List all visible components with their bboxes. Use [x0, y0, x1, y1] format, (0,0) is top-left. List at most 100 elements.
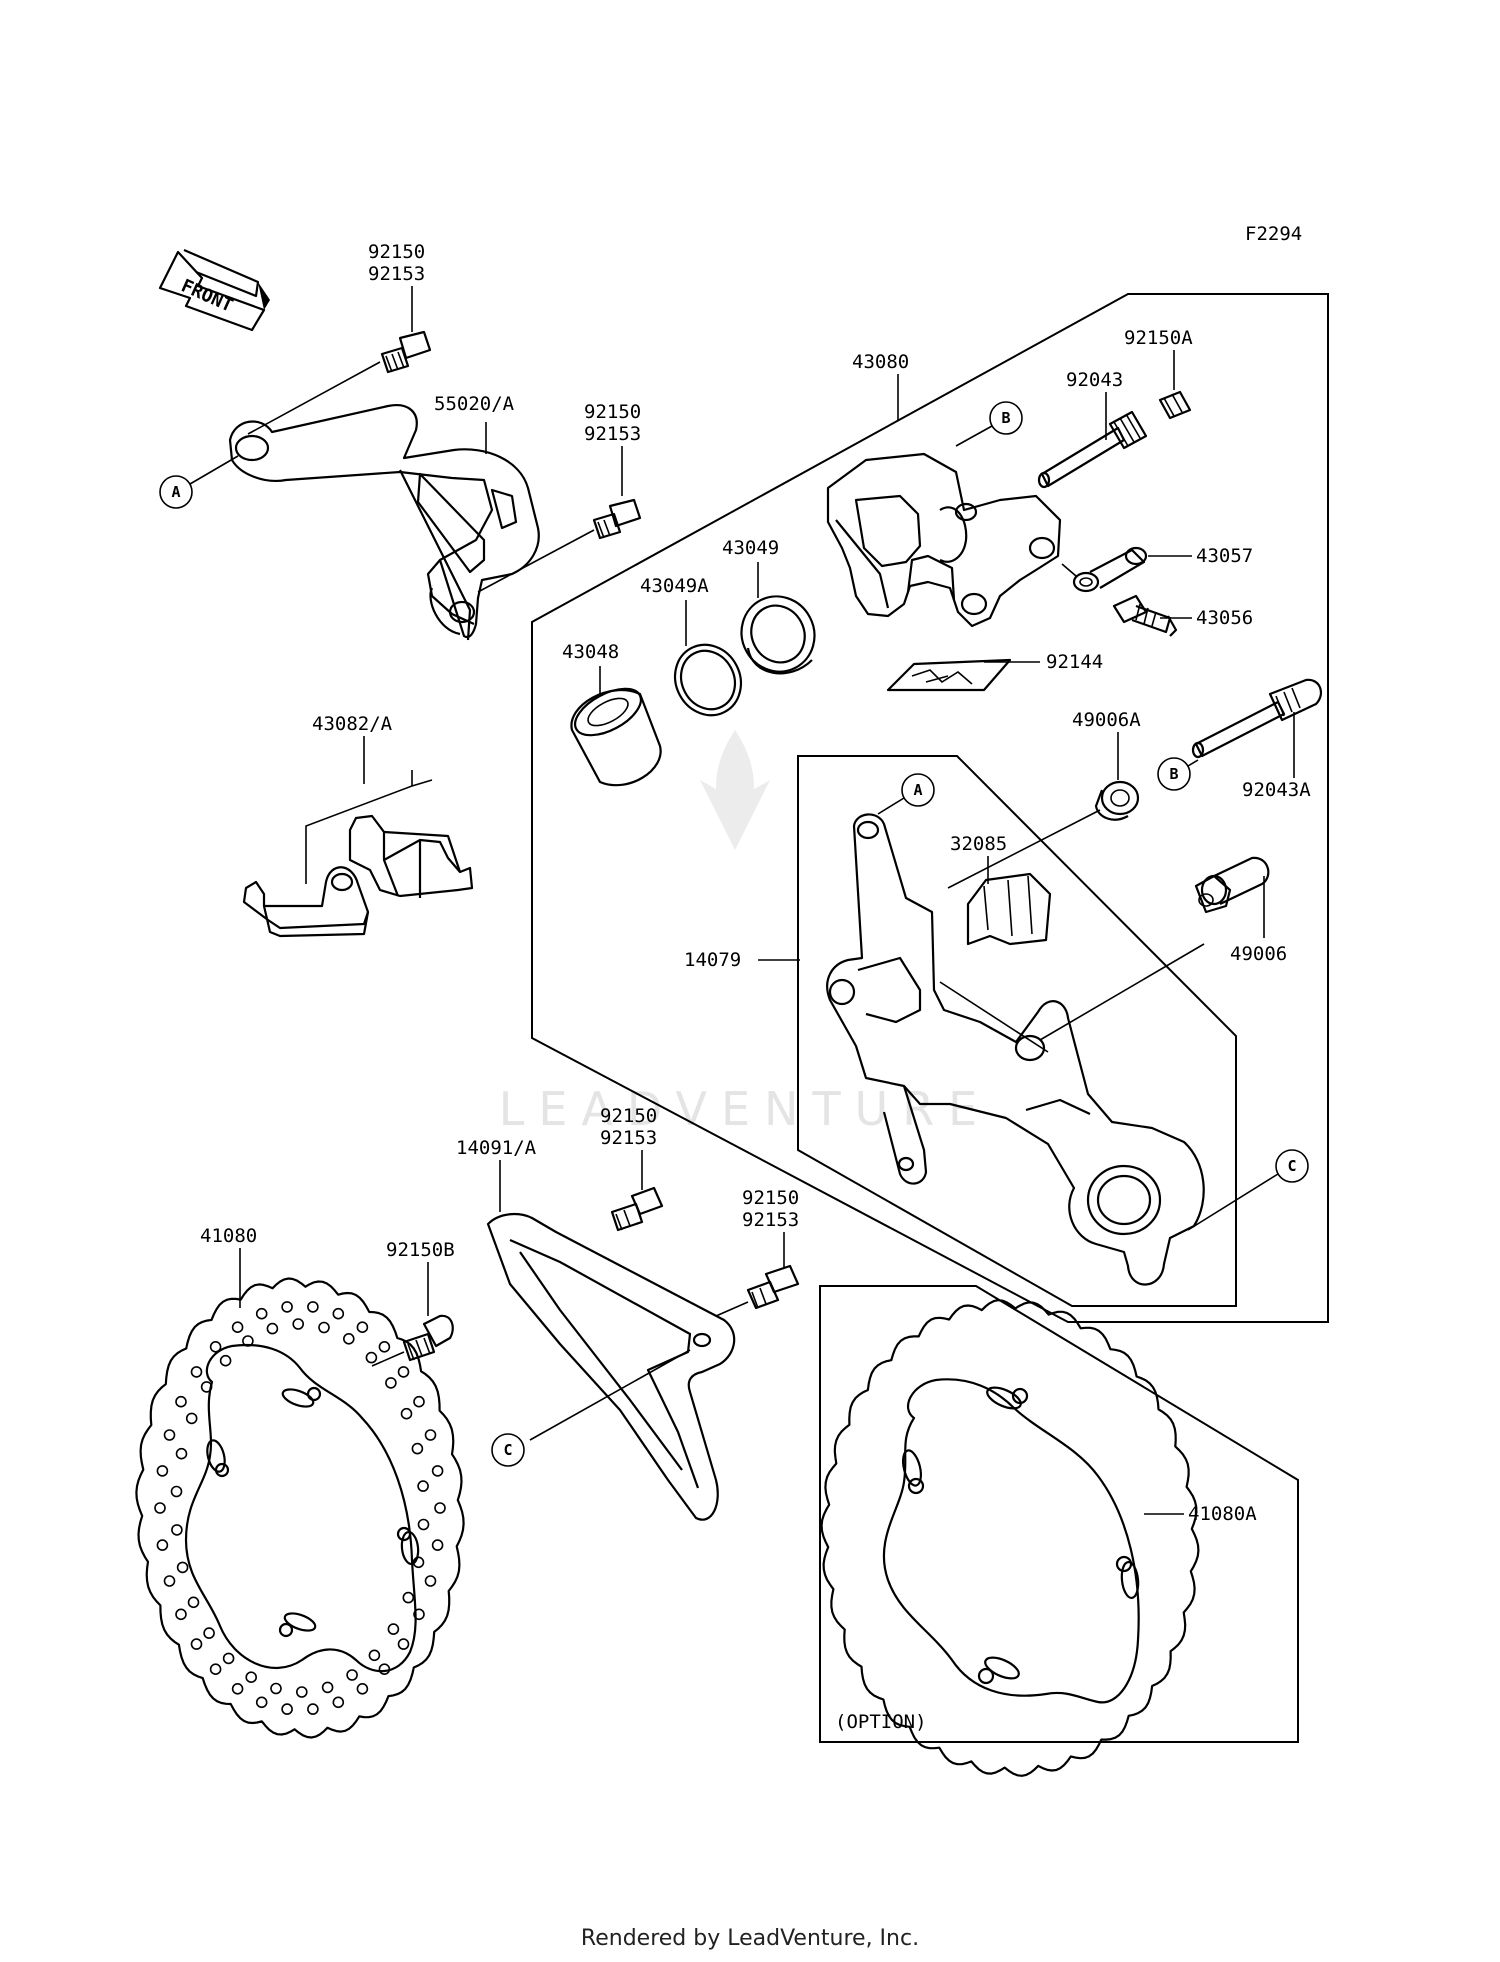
watermark: LEADVENTURE	[499, 730, 992, 1136]
disc-drill-hole	[318, 1321, 330, 1334]
disc-drill-hole	[190, 1366, 203, 1378]
label-92153-3: 92153	[600, 1127, 657, 1149]
svg-text:A: A	[171, 483, 180, 501]
label-92150-3: 92150	[600, 1105, 657, 1127]
label-92150A: 92150A	[1124, 327, 1193, 349]
disc-drill-hole	[356, 1683, 369, 1695]
disc-drill-hole	[295, 1686, 308, 1698]
spring-92144	[886, 658, 1012, 692]
front-arrow-icon: FRONT	[158, 248, 270, 332]
bushing-49006	[1194, 856, 1270, 914]
disc-drill-hole	[255, 1696, 268, 1709]
brake-pedal-55020	[228, 404, 540, 641]
callout-b-caliper: B	[955, 401, 1023, 447]
disc-drill-hole	[185, 1412, 198, 1425]
seal-43049A	[673, 643, 743, 717]
brake-pads-43082	[242, 770, 474, 938]
bolt-92150-top	[247, 330, 432, 435]
disc-drill-hole	[219, 1354, 232, 1367]
disc-drill-hole	[307, 1301, 319, 1313]
disc-drill-hole	[424, 1429, 437, 1441]
seal-43049	[740, 595, 816, 675]
disc-drill-hole	[175, 1447, 188, 1460]
callout-a-pedal: A	[159, 455, 239, 509]
disc-drill-hole	[413, 1395, 425, 1408]
bolt-92150-mid	[477, 498, 642, 593]
piston-43048	[570, 687, 662, 787]
disc-drill-hole	[270, 1682, 282, 1695]
figure-code: F2294	[1245, 223, 1302, 245]
label-92150B: 92150B	[386, 1239, 455, 1261]
label-92043: 92043	[1066, 369, 1123, 391]
label-92153-1: 92153	[368, 263, 425, 285]
label-43080: 43080	[852, 351, 909, 373]
bleeder-valve-43056	[1112, 594, 1178, 637]
disc-drill-hole	[154, 1502, 166, 1514]
disc-drill-hole	[417, 1518, 430, 1531]
disc-drill-hole	[413, 1608, 425, 1621]
disc-drill-hole	[209, 1663, 222, 1675]
disc-drill-hole	[231, 1321, 244, 1333]
label-49006: 49006	[1230, 943, 1287, 965]
disc-drill-hole	[385, 1377, 397, 1389]
disc-drill-hole	[332, 1307, 345, 1320]
label-14079: 14079	[684, 949, 741, 971]
disc-drill-hole	[176, 1561, 189, 1574]
disc-drill-hole	[412, 1556, 425, 1569]
brake-disc-41080	[135, 1277, 465, 1739]
bushing-49006A	[947, 780, 1140, 889]
watermark-text: LEADVENTURE	[499, 1082, 992, 1136]
disc-drill-hole	[255, 1307, 268, 1320]
label-43057: 43057	[1196, 545, 1253, 567]
front-label: FRONT	[178, 275, 236, 316]
callout-c-bracket: C	[1187, 1149, 1309, 1231]
disc-drill-hole	[307, 1703, 319, 1715]
disc-drill-hole	[203, 1627, 215, 1639]
disc-drill-hole	[431, 1465, 444, 1477]
disc-drill-hole	[222, 1652, 235, 1665]
disc-drill-hole	[424, 1575, 437, 1587]
disc-drill-hole	[365, 1351, 378, 1364]
disc-drill-hole	[411, 1442, 424, 1455]
label-41080A: 41080A	[1188, 1503, 1257, 1525]
option-box	[819, 1285, 1299, 1743]
label-55020: 55020/A	[434, 393, 515, 415]
disc-drill-hole	[397, 1366, 410, 1378]
callout-a-bracket: A	[877, 773, 935, 815]
callout-c-guard: C	[491, 1433, 525, 1467]
callout-b-pin: B	[1157, 757, 1199, 791]
disc-drill-hole	[356, 1321, 369, 1333]
disc-drill-hole	[175, 1395, 187, 1408]
disc-drill-hole	[342, 1333, 355, 1345]
disc-drill-hole	[402, 1591, 415, 1604]
disc-drill-hole	[156, 1539, 169, 1551]
label-92144: 92144	[1046, 651, 1103, 673]
label-43049: 43049	[722, 537, 779, 559]
pin-92043A	[1191, 678, 1323, 759]
disc-drill-hole	[242, 1335, 254, 1347]
label-43048: 43048	[562, 641, 619, 663]
disc-drill-hole	[368, 1649, 381, 1662]
label-92153-2: 92153	[584, 423, 641, 445]
disc-drill-hole	[171, 1524, 183, 1536]
label-14091: 14091/A	[456, 1137, 537, 1159]
svg-text:C: C	[1287, 1157, 1296, 1175]
footer-credit: Rendered by LeadVenture, Inc.	[580, 1926, 920, 1951]
pad-spring-32085	[966, 872, 1052, 946]
disc-drill-hole	[417, 1480, 429, 1492]
disc-drill-hole	[387, 1623, 400, 1635]
label-92150-4: 92150	[742, 1187, 799, 1209]
bolt-92150-guard-lower	[715, 1264, 800, 1317]
label-92043A: 92043A	[1242, 779, 1311, 801]
label-92153-4: 92153	[742, 1209, 799, 1231]
caliper-assembly-box	[531, 293, 1329, 1323]
label-43049A: 43049A	[640, 575, 709, 597]
label-92150-1: 92150	[368, 241, 425, 263]
cap-92150A	[1158, 390, 1192, 420]
disc-drill-hole	[156, 1465, 169, 1477]
disc-drill-hole	[209, 1341, 222, 1353]
caliper-guard-14091	[486, 1212, 736, 1521]
option-label: (OPTION)	[835, 1711, 927, 1733]
brake-disc-41080A	[820, 1299, 1200, 1777]
svg-text:B: B	[1169, 765, 1178, 783]
